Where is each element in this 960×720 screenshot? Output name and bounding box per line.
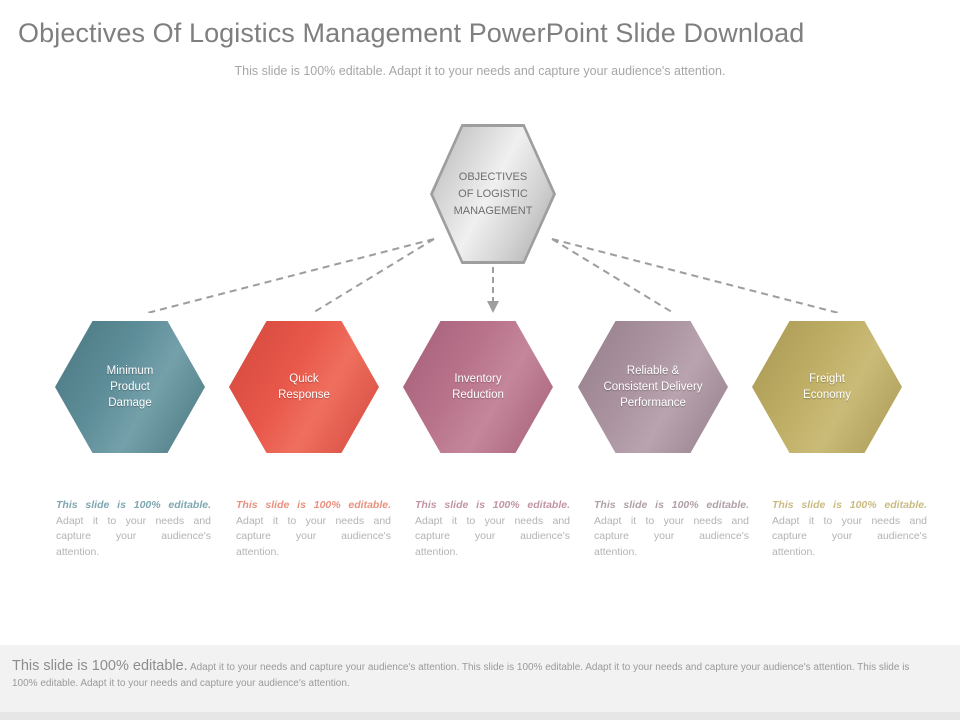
footer-rest: Adapt it to your needs and capture your …	[12, 662, 910, 689]
hexagon-2-line2: Response	[278, 389, 330, 401]
hexagon-center-label: OBJECTIVES OF LOGISTIC MANAGEMENT	[448, 169, 539, 220]
footer-text: This slide is 100% editable. Adapt it to…	[12, 658, 912, 692]
caption-3: This slide is 100% editable. Adapt it to…	[415, 498, 570, 560]
hexagon-5-line2: Economy	[803, 389, 851, 401]
hexagon-center-line1: OBJECTIVES	[458, 170, 528, 183]
page-title: Objectives Of Logistics Management Power…	[18, 18, 805, 48]
footer-band	[0, 645, 960, 712]
caption-2-lead: This slide is 100% editable.	[236, 499, 391, 511]
connector-line-5	[551, 238, 855, 318]
hexagon-3-line2: Reduction	[452, 389, 504, 401]
hexagon-diagram: OBJECTIVES OF LOGISTIC MANAGEMENT Minimu…	[0, 95, 960, 595]
hexagon-center-line3: MANAGEMENT	[453, 204, 533, 217]
caption-4: This slide is 100% editable. Adapt it to…	[594, 498, 749, 560]
hexagon-1-line3: Damage	[108, 397, 152, 409]
hexagon-1-line1: Minimum	[106, 365, 154, 377]
hexagon-5-line1: Freight	[809, 373, 845, 385]
hexagon-center-line2: OF LOGISTIC	[458, 187, 528, 200]
hexagon-4-line1: Reliable &	[626, 365, 680, 377]
hexagon-4-line2: Consistent Delivery	[603, 381, 703, 393]
caption-4-lead: This slide is 100% editable.	[594, 499, 749, 511]
connector-line-1	[131, 238, 435, 318]
page-subtitle: This slide is 100% editable. Adapt it to…	[234, 64, 726, 78]
caption-1-lead: This slide is 100% editable.	[56, 499, 211, 511]
connector-line-4	[551, 238, 681, 318]
caption-1: This slide is 100% editable. Adapt it to…	[56, 498, 211, 560]
hexagon-3-line1: Inventory	[454, 373, 502, 385]
caption-5-rest: Adapt it to your needs and capture your …	[772, 514, 927, 558]
caption-5-lead: This slide is 100% editable.	[772, 499, 927, 511]
caption-1-rest: Adapt it to your needs and capture your …	[56, 514, 211, 558]
caption-3-lead: This slide is 100% editable.	[415, 499, 570, 511]
connector-lines	[131, 238, 855, 318]
caption-4-rest: Adapt it to your needs and capture your …	[594, 514, 749, 558]
caption-3-rest: Adapt it to your needs and capture your …	[415, 514, 570, 558]
hexagon-1-line2: Product	[110, 381, 150, 393]
caption-2-rest: Adapt it to your needs and capture your …	[236, 514, 391, 558]
hexagon-4-line3: Performance	[620, 397, 686, 409]
connector-line-2	[305, 238, 435, 318]
caption-2: This slide is 100% editable. Adapt it to…	[236, 498, 391, 560]
hexagon-2-line1: Quick	[289, 373, 319, 385]
footer-lead: This slide is 100% editable.	[12, 658, 188, 674]
caption-5: This slide is 100% editable. Adapt it to…	[772, 498, 927, 560]
footer-strip	[0, 712, 960, 720]
